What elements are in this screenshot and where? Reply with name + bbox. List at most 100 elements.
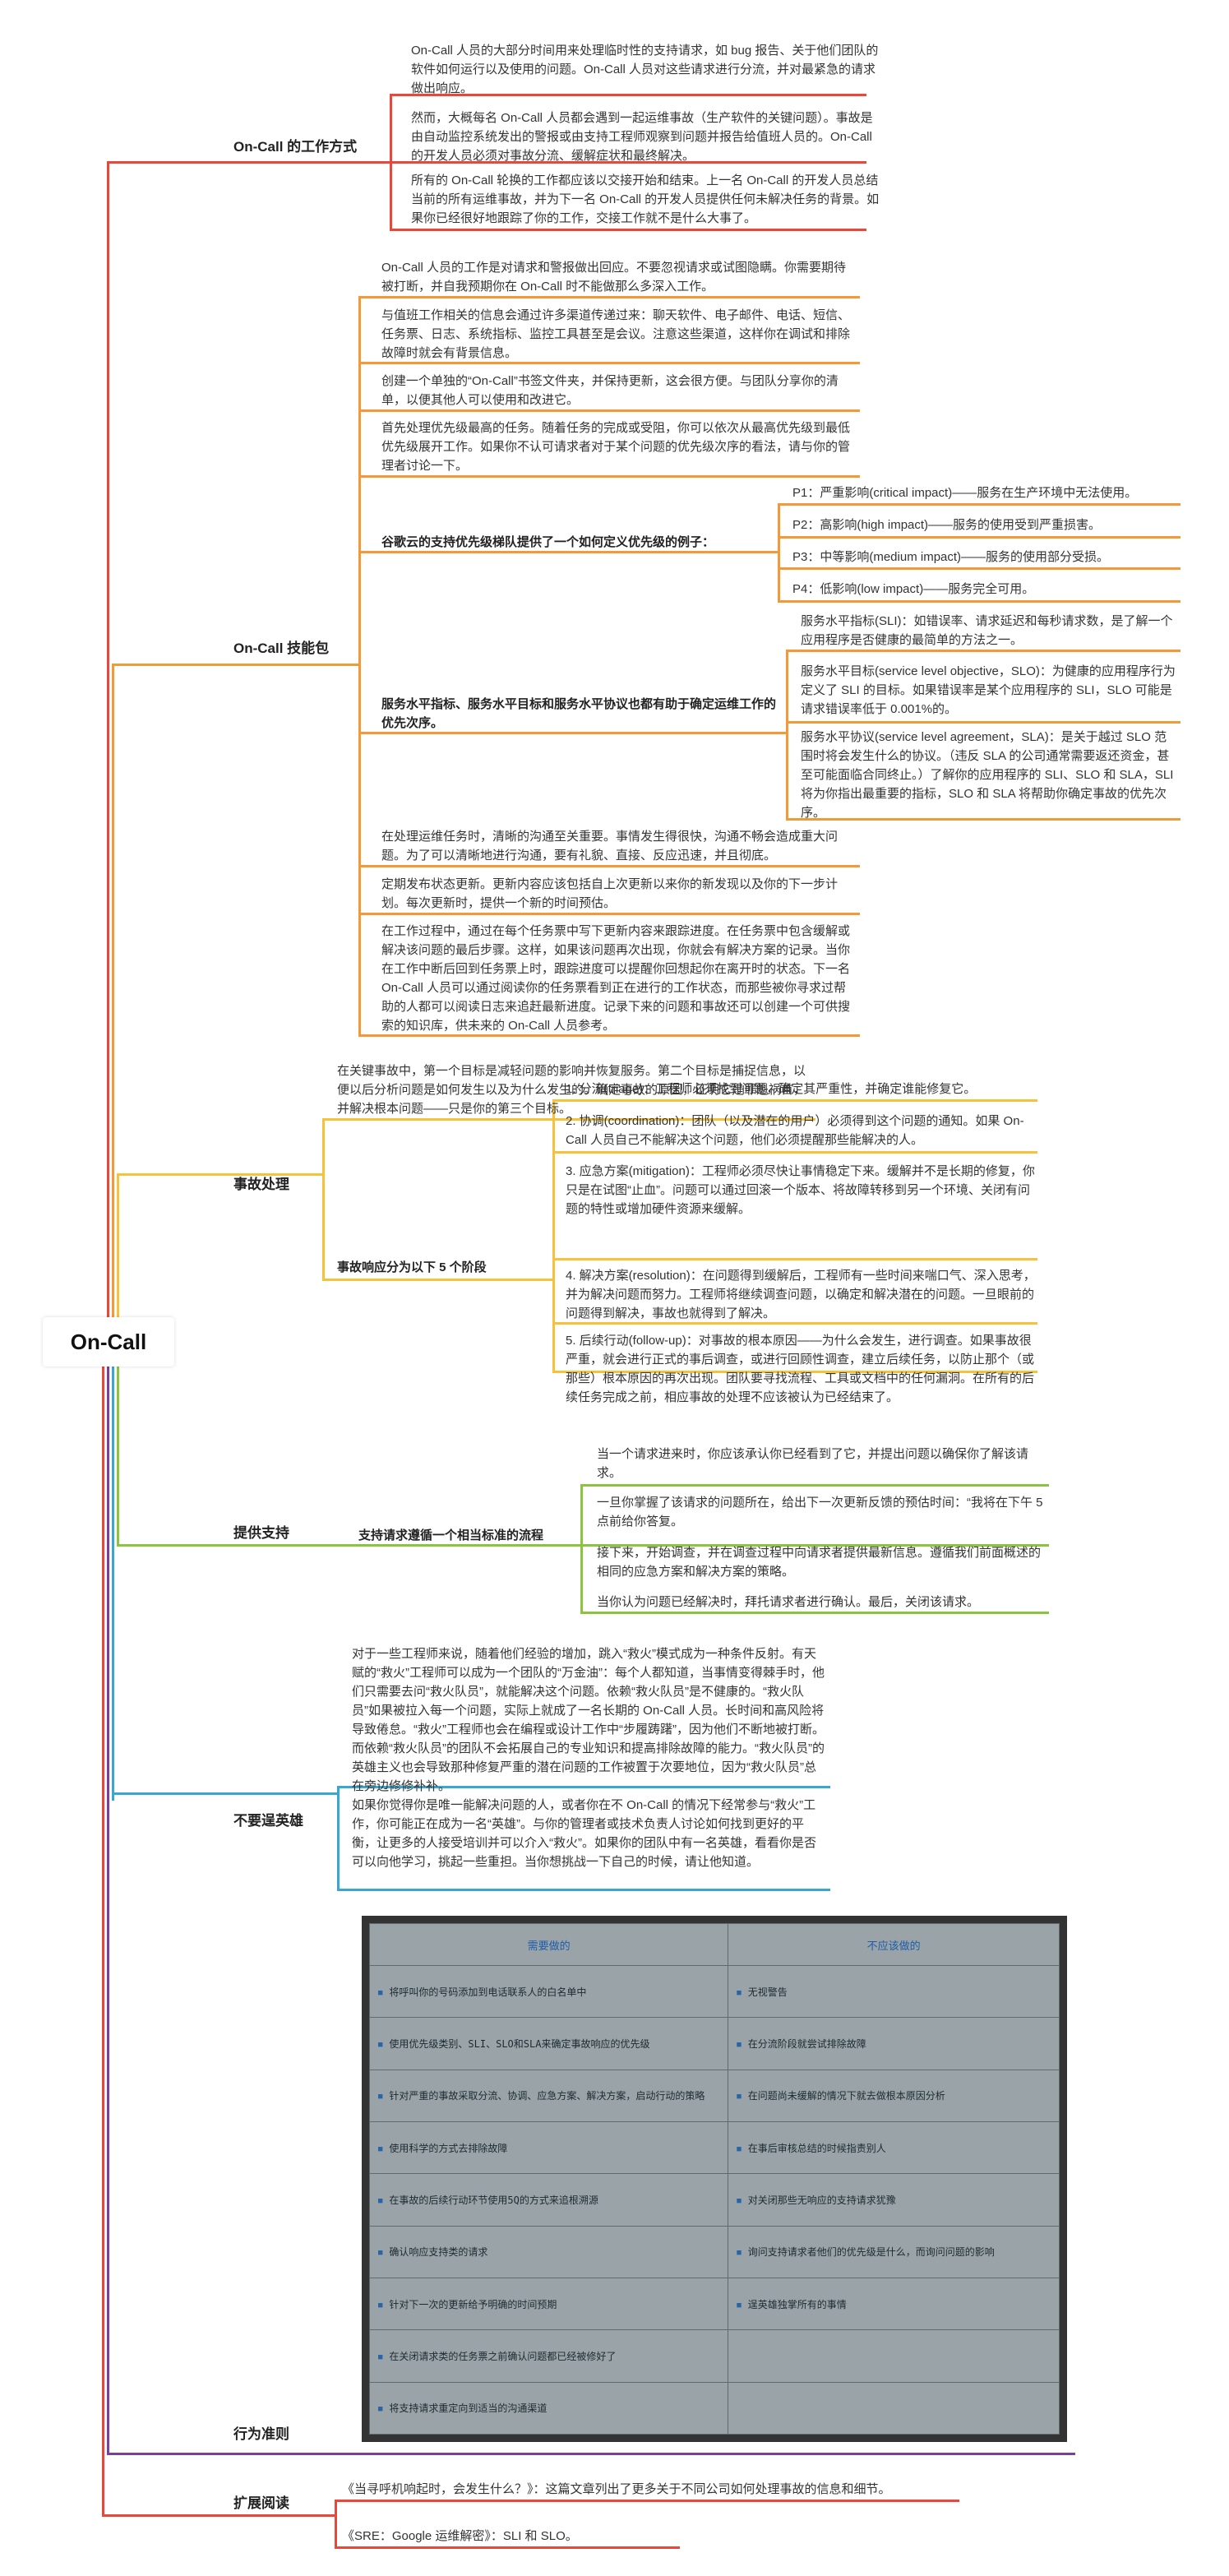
dont-cell: 在问题尚未缓解的情况下就去做根本原因分析 — [728, 2069, 1060, 2122]
skills-item: 首先处理优先级最高的任务。随着任务的完成或受阻，你可以依次从最高优先级到最低优先… — [381, 421, 851, 473]
root-node[interactable]: On-Call — [43, 1317, 174, 1367]
skills-item: 定期发布状态更新。更新内容应该包括自上次更新以来你的新发现以及你的下一步计划。每… — [381, 877, 839, 910]
s-tick-3 — [786, 818, 1180, 821]
table-row: 使用科学的方式去排除故障 在事后审核总结的时候指责别人 — [368, 2120, 1060, 2175]
table-row: 将支持请求重定向到适当的沟通渠道 — [368, 2381, 1060, 2435]
st-tick-2 — [552, 1151, 1037, 1154]
do-cell: 使用科学的方式去排除故障 — [368, 2120, 729, 2175]
incident-stages-label[interactable]: 事故响应分为以下 5 个阶段 — [337, 1260, 487, 1274]
dont-cell: 在分流阶段就尝试排除故障 — [728, 2017, 1060, 2070]
support-item: 接下来，开始调查，并在调查过程中向请求者提供最新信息。遵循我们前面概述的相同的应… — [597, 1546, 1042, 1579]
trunk-blue — [112, 1365, 114, 1801]
conduct-label[interactable]: 行为准则 — [233, 2426, 289, 2442]
sla-label[interactable]: 服务水平指标、服务水平目标和服务水平协议也都有助于确定运维工作的优先次序。 — [381, 697, 777, 730]
reading-label[interactable]: 扩展阅读 — [233, 2495, 289, 2511]
skills-item: 在处理运维任务时，清晰的沟通至关重要。事情发生得很快，沟通不畅会造成重大问题。为… — [381, 830, 839, 863]
reading-item[interactable]: 《当寻呼机响起时，会发生什么？》：这篇文章列出了更多关于不同公司如何处理事故的信… — [342, 2482, 891, 2496]
sla-spine — [786, 650, 788, 818]
dont-cell: 逞英雄独掌所有的事情 — [728, 2277, 1060, 2331]
hero-label[interactable]: 不要逞英雄 — [233, 1813, 303, 1829]
work-item: 所有的 On-Call 轮换的工作都应该以交接开始和结束。上一名 On-Call… — [411, 173, 880, 225]
support-item: 当一个请求进来时，你应该承认你已经看到了它，并提出问题以确保你了解该请求。 — [597, 1447, 1029, 1480]
inc-tick-stages — [322, 1279, 552, 1281]
table-row: 使用优先级类别、SLI、SLO和SLA来确定事故响应的优先级 在分流阶段就尝试排… — [368, 2017, 1060, 2070]
branch-skills — [112, 664, 358, 666]
st-tick-1 — [552, 1099, 1037, 1102]
branch-reading — [102, 2514, 335, 2517]
work-tick-3 — [390, 161, 866, 164]
table-row: 在关闭请求类的任务票之前确认问题都已经被修好了 — [368, 2329, 1060, 2383]
stage-item: 4. 解决方案(resolution)：在问题得到缓解后，工程师有一些时间来喘口… — [566, 1269, 1036, 1320]
sla-item: 服务水平指标(SLI)：如错误率、请求延迟和每秒请求数，是了解一个应用程序是否健… — [801, 614, 1173, 647]
dont-text: 无视警告 — [737, 1986, 788, 1998]
trunk-purple — [107, 1365, 109, 2454]
col-header-dont: 不应该做的 — [728, 1923, 1060, 1966]
do-text: 在事故的后续行动环节使用5Q的方式来追根溯源 — [378, 2194, 598, 2206]
stage-item: 5. 后续行动(follow-up)：对事故的根本原因——为什么会发生，进行调查… — [566, 1334, 1035, 1404]
do-text: 在关闭请求类的任务票之前确认问题都已经被修好了 — [378, 2351, 616, 2362]
skills-spine — [358, 296, 361, 1036]
sk-tick-5 — [358, 865, 860, 867]
skills-item: 创建一个单独的“On-Call”书签文件夹，并保持更新，这会很方便。与团队分享你… — [381, 374, 839, 407]
dont-text: 询问支持请求者他们的优先级是什么，而询问问题的影响 — [737, 2246, 995, 2258]
do-cell: 将呼叫你的号码添加到电话联系人的白名单中 — [368, 1964, 729, 2019]
google-spine — [778, 503, 780, 600]
st-tick-3 — [552, 1258, 1037, 1260]
table-row: 将呼叫你的号码添加到电话联系人的白名单中 无视警告 — [368, 1964, 1060, 2019]
do-cell: 针对下一次的更新给予明确的时间预期 — [368, 2277, 729, 2331]
dont-cell: 对关闭那些无响应的支持请求犹豫 — [728, 2173, 1060, 2227]
do-text: 针对下一次的更新给予明确的时间预期 — [378, 2299, 557, 2310]
hero-spine — [337, 1786, 340, 1889]
stage-item: 2. 协调(coordination)：团队（以及潜在的用户）必须得到这个问题的… — [566, 1114, 1024, 1147]
sk-tick-2 — [358, 362, 860, 364]
branch-work — [107, 161, 390, 164]
support-flow-label[interactable]: 支持请求遵循一个相当标准的流程 — [358, 1528, 544, 1542]
hero-tick-2 — [337, 1889, 830, 1891]
google-priority-label[interactable]: 谷歌云的支持优先级梯队提供了一个如何定义优先级的例子： — [381, 535, 715, 549]
skills-item: 在工作过程中，通过在每个任务票中写下更新内容来跟踪进度。在任务票中包含缓解或解决… — [381, 924, 851, 1033]
branch-support — [117, 1544, 581, 1547]
dont-cell — [728, 2381, 1060, 2435]
g-tick-1 — [778, 503, 1180, 506]
col-header-do: 需要做的 — [368, 1923, 729, 1966]
dont-text: 在分流阶段就尝试排除故障 — [737, 2038, 866, 2050]
reading-spine — [335, 2500, 337, 2547]
sk-tick-sla — [358, 732, 786, 734]
hero-tick-1 — [337, 1786, 830, 1788]
branch-hero — [112, 1792, 338, 1795]
work-label[interactable]: On-Call 的工作方式 — [233, 139, 358, 155]
reading-item[interactable]: 《SRE：Google 运维解密》：SLI 和 SLO。 — [342, 2529, 578, 2543]
sup-tick-3 — [580, 1612, 1049, 1614]
sk-tick-3 — [358, 409, 860, 412]
do-text: 使用优先级类别、SLI、SLO和SLA来确定事故响应的优先级 — [378, 2038, 649, 2050]
table-row: 在事故的后续行动环节使用5Q的方式来追根溯源 对关闭那些无响应的支持请求犹豫 — [368, 2173, 1060, 2227]
conduct-table: 需要做的 不应该做的 将呼叫你的号码添加到电话联系人的白名单中 无视警告 使用优… — [368, 1923, 1060, 2435]
do-text: 使用科学的方式去排除故障 — [378, 2143, 507, 2154]
incident-intro: 在关键事故中，第一个目标是减轻问题的影响并恢复服务。第二个目标是捕捉信息，以便以… — [337, 1064, 806, 1116]
s-tick-1 — [786, 650, 1180, 652]
sla-item: 服务水平协议(service level agreement，SLA)：是关于越… — [801, 730, 1174, 820]
support-item: 当你认为问题已经解决时，拜托请求者进行确认。最后，关闭该请求。 — [597, 1595, 980, 1609]
trunk-orange — [112, 664, 114, 1340]
dont-text: 在事后审核总结的时候指责别人 — [737, 2143, 886, 2154]
do-cell: 在事故的后续行动环节使用5Q的方式来追根溯源 — [368, 2173, 729, 2227]
priority-item: P1：严重影响(critical impact)——服务在生产环境中无法使用。 — [792, 486, 1138, 500]
dont-text: 对关闭那些无响应的支持请求犹豫 — [737, 2194, 896, 2206]
inc-tick-intro — [322, 1118, 815, 1121]
dont-cell: 在事后审核总结的时候指责别人 — [728, 2120, 1060, 2175]
incident-label[interactable]: 事故处理 — [233, 1177, 289, 1192]
conduct-table-frame: 需要做的 不应该做的 将呼叫你的号码添加到电话联系人的白名单中 无视警告 使用优… — [362, 1916, 1067, 2442]
table-row: 针对下一次的更新给予明确的时间预期 逞英雄独掌所有的事情 — [368, 2277, 1060, 2331]
g-tick-2 — [778, 536, 1180, 539]
st-tick-4 — [552, 1322, 1037, 1325]
g-tick-4 — [778, 600, 1180, 603]
incident-spine — [322, 1118, 325, 1279]
do-cell: 确认响应支持类的请求 — [368, 2225, 729, 2278]
support-label[interactable]: 提供支持 — [233, 1525, 289, 1541]
skills-label[interactable]: On-Call 技能包 — [233, 641, 330, 656]
do-cell: 使用优先级类别、SLI、SLO和SLA来确定事故响应的优先级 — [368, 2017, 729, 2070]
dont-cell: 询问支持请求者他们的优先级是什么，而询问问题的影响 — [728, 2225, 1060, 2278]
s-tick-2 — [786, 721, 1180, 724]
dont-cell: 无视警告 — [728, 1964, 1060, 2019]
do-text: 确认响应支持类的请求 — [378, 2246, 487, 2258]
